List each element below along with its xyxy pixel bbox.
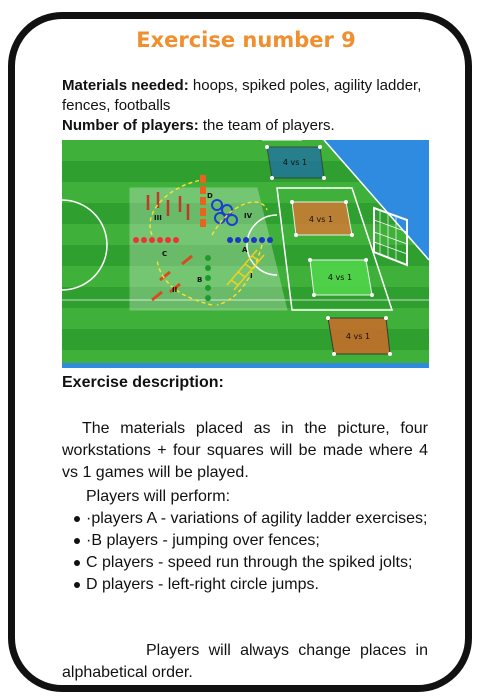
list-item: D players - left-right circle jumps. [62,574,428,596]
perform-line: Players will perform: [86,488,231,505]
materials-line: Materials needed: hoops, spiked poles, a… [62,76,432,116]
bullet-icon [74,516,80,522]
station-label-c: C [162,250,167,258]
list-item: C players - speed run through the spiked… [62,552,428,574]
player-row-c [133,237,179,243]
station-label-ii: II [172,286,177,294]
page-title: Exercise number 9 [136,28,356,52]
zone-label-4: 4 vs 1 [346,332,370,341]
list-item: ·players A - variations of agility ladde… [62,508,428,530]
players-label: Number of players: [62,117,199,134]
player-row-b [205,255,211,301]
station-label-iv: IV [244,212,253,220]
station-label-a: A [242,246,248,254]
bullet-icon [74,538,80,544]
zone-label-1: 4 vs 1 [283,158,307,167]
station-label-d: D [207,192,213,200]
bullet-icon [74,582,80,588]
meta-block: Materials needed: hoops, spiked poles, a… [62,76,432,136]
list-item: ·B players - jumping over fences; [62,530,428,552]
description-paragraph: The materials placed as in the picture, … [62,420,428,481]
materials-text: hoops, spiked poles, agility ladder, fen… [62,77,422,114]
station-label-b: B [197,276,202,284]
list-item-text: ·B players - jumping over fences; [86,532,320,549]
list-item-text: ·players A - variations of agility ladde… [86,510,428,527]
materials-label: Materials needed: [62,77,189,94]
bullet-icon [74,560,80,566]
zone-label-3: 4 vs 1 [328,273,352,282]
description-heading: Exercise description: [62,374,224,391]
pitch-svg: 4 vs 1 4 vs 1 4 vs 1 4 vs 1 [62,140,429,368]
zone-label-2: 4 vs 1 [309,215,333,224]
closing-paragraph: Players will always change places in alp… [62,642,428,681]
exercise-list: ·players A - variations of agility ladde… [62,508,428,596]
station-label-i: I [250,272,253,280]
players-line: Number of players: the team of players. [62,116,432,136]
list-item-text: C players - speed run through the spiked… [86,554,413,571]
player-row-a [227,237,273,243]
list-item-text: D players - left-right circle jumps. [86,576,319,593]
training-diagram: 4 vs 1 4 vs 1 4 vs 1 4 vs 1 [62,140,429,368]
players-text: the team of players. [202,117,335,134]
station-label-iii: III [154,214,162,222]
